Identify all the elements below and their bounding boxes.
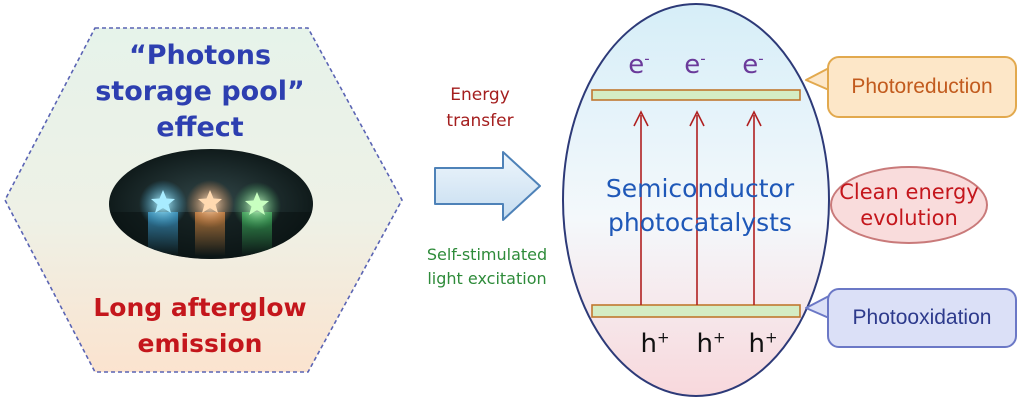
excitation-arrow	[689, 110, 705, 305]
emission-line: Long afterglow	[93, 293, 307, 322]
orange-star-icon	[198, 190, 222, 213]
photooxidation-box: Photooxidation	[827, 288, 1017, 348]
semi-line: photocatalysts	[608, 208, 792, 237]
excitation-arrow	[633, 110, 649, 305]
photooxidation-text: Photooxidation	[852, 306, 992, 329]
excitation-arrow	[746, 110, 762, 305]
blue-star-icon	[151, 190, 175, 213]
hole-label: h+	[748, 328, 778, 359]
clean-energy-ellipse: Clean energy evolution	[830, 166, 988, 244]
hole-label: h+	[696, 328, 726, 359]
excite-line: light excitation	[427, 269, 547, 288]
electron-label: e-	[684, 49, 706, 80]
afterglow-emission-label: Long afterglow emission	[60, 290, 340, 362]
clean-line: Clean energy	[839, 180, 979, 204]
conduction-band	[591, 89, 801, 101]
energy-line: transfer	[446, 111, 514, 131]
glowing-stars-photo	[109, 149, 313, 259]
emission-line: emission	[137, 329, 263, 358]
energy-line: Energy	[450, 85, 510, 105]
light-excitation-label: Self-stimulated light excitation	[402, 243, 572, 291]
hole-label: h+	[640, 328, 670, 359]
semi-line: Semiconductor	[605, 174, 795, 203]
clean-line: evolution	[860, 206, 958, 230]
valence-band	[591, 304, 801, 318]
green-star-icon	[245, 192, 269, 215]
energy-transfer-label: Energy transfer	[420, 82, 540, 134]
excite-line: Self-stimulated	[426, 245, 548, 264]
energy-transfer-arrow	[434, 151, 541, 221]
photons-storage-title: “Photons storage pool” effect	[60, 38, 340, 146]
electron-label: e-	[628, 49, 650, 80]
electron-label: e-	[742, 49, 764, 80]
title-line: “Photons	[128, 40, 272, 71]
photoreduction-text: Photoreduction	[851, 75, 993, 98]
semiconductor-oval	[562, 3, 830, 397]
reduction-callout-pointer	[805, 67, 830, 91]
semiconductor-label: Semiconductor photocatalysts	[570, 172, 830, 240]
photoreduction-box: Photoreduction	[827, 56, 1017, 118]
title-line: storage pool”	[95, 76, 305, 107]
title-line: effect	[156, 112, 244, 143]
